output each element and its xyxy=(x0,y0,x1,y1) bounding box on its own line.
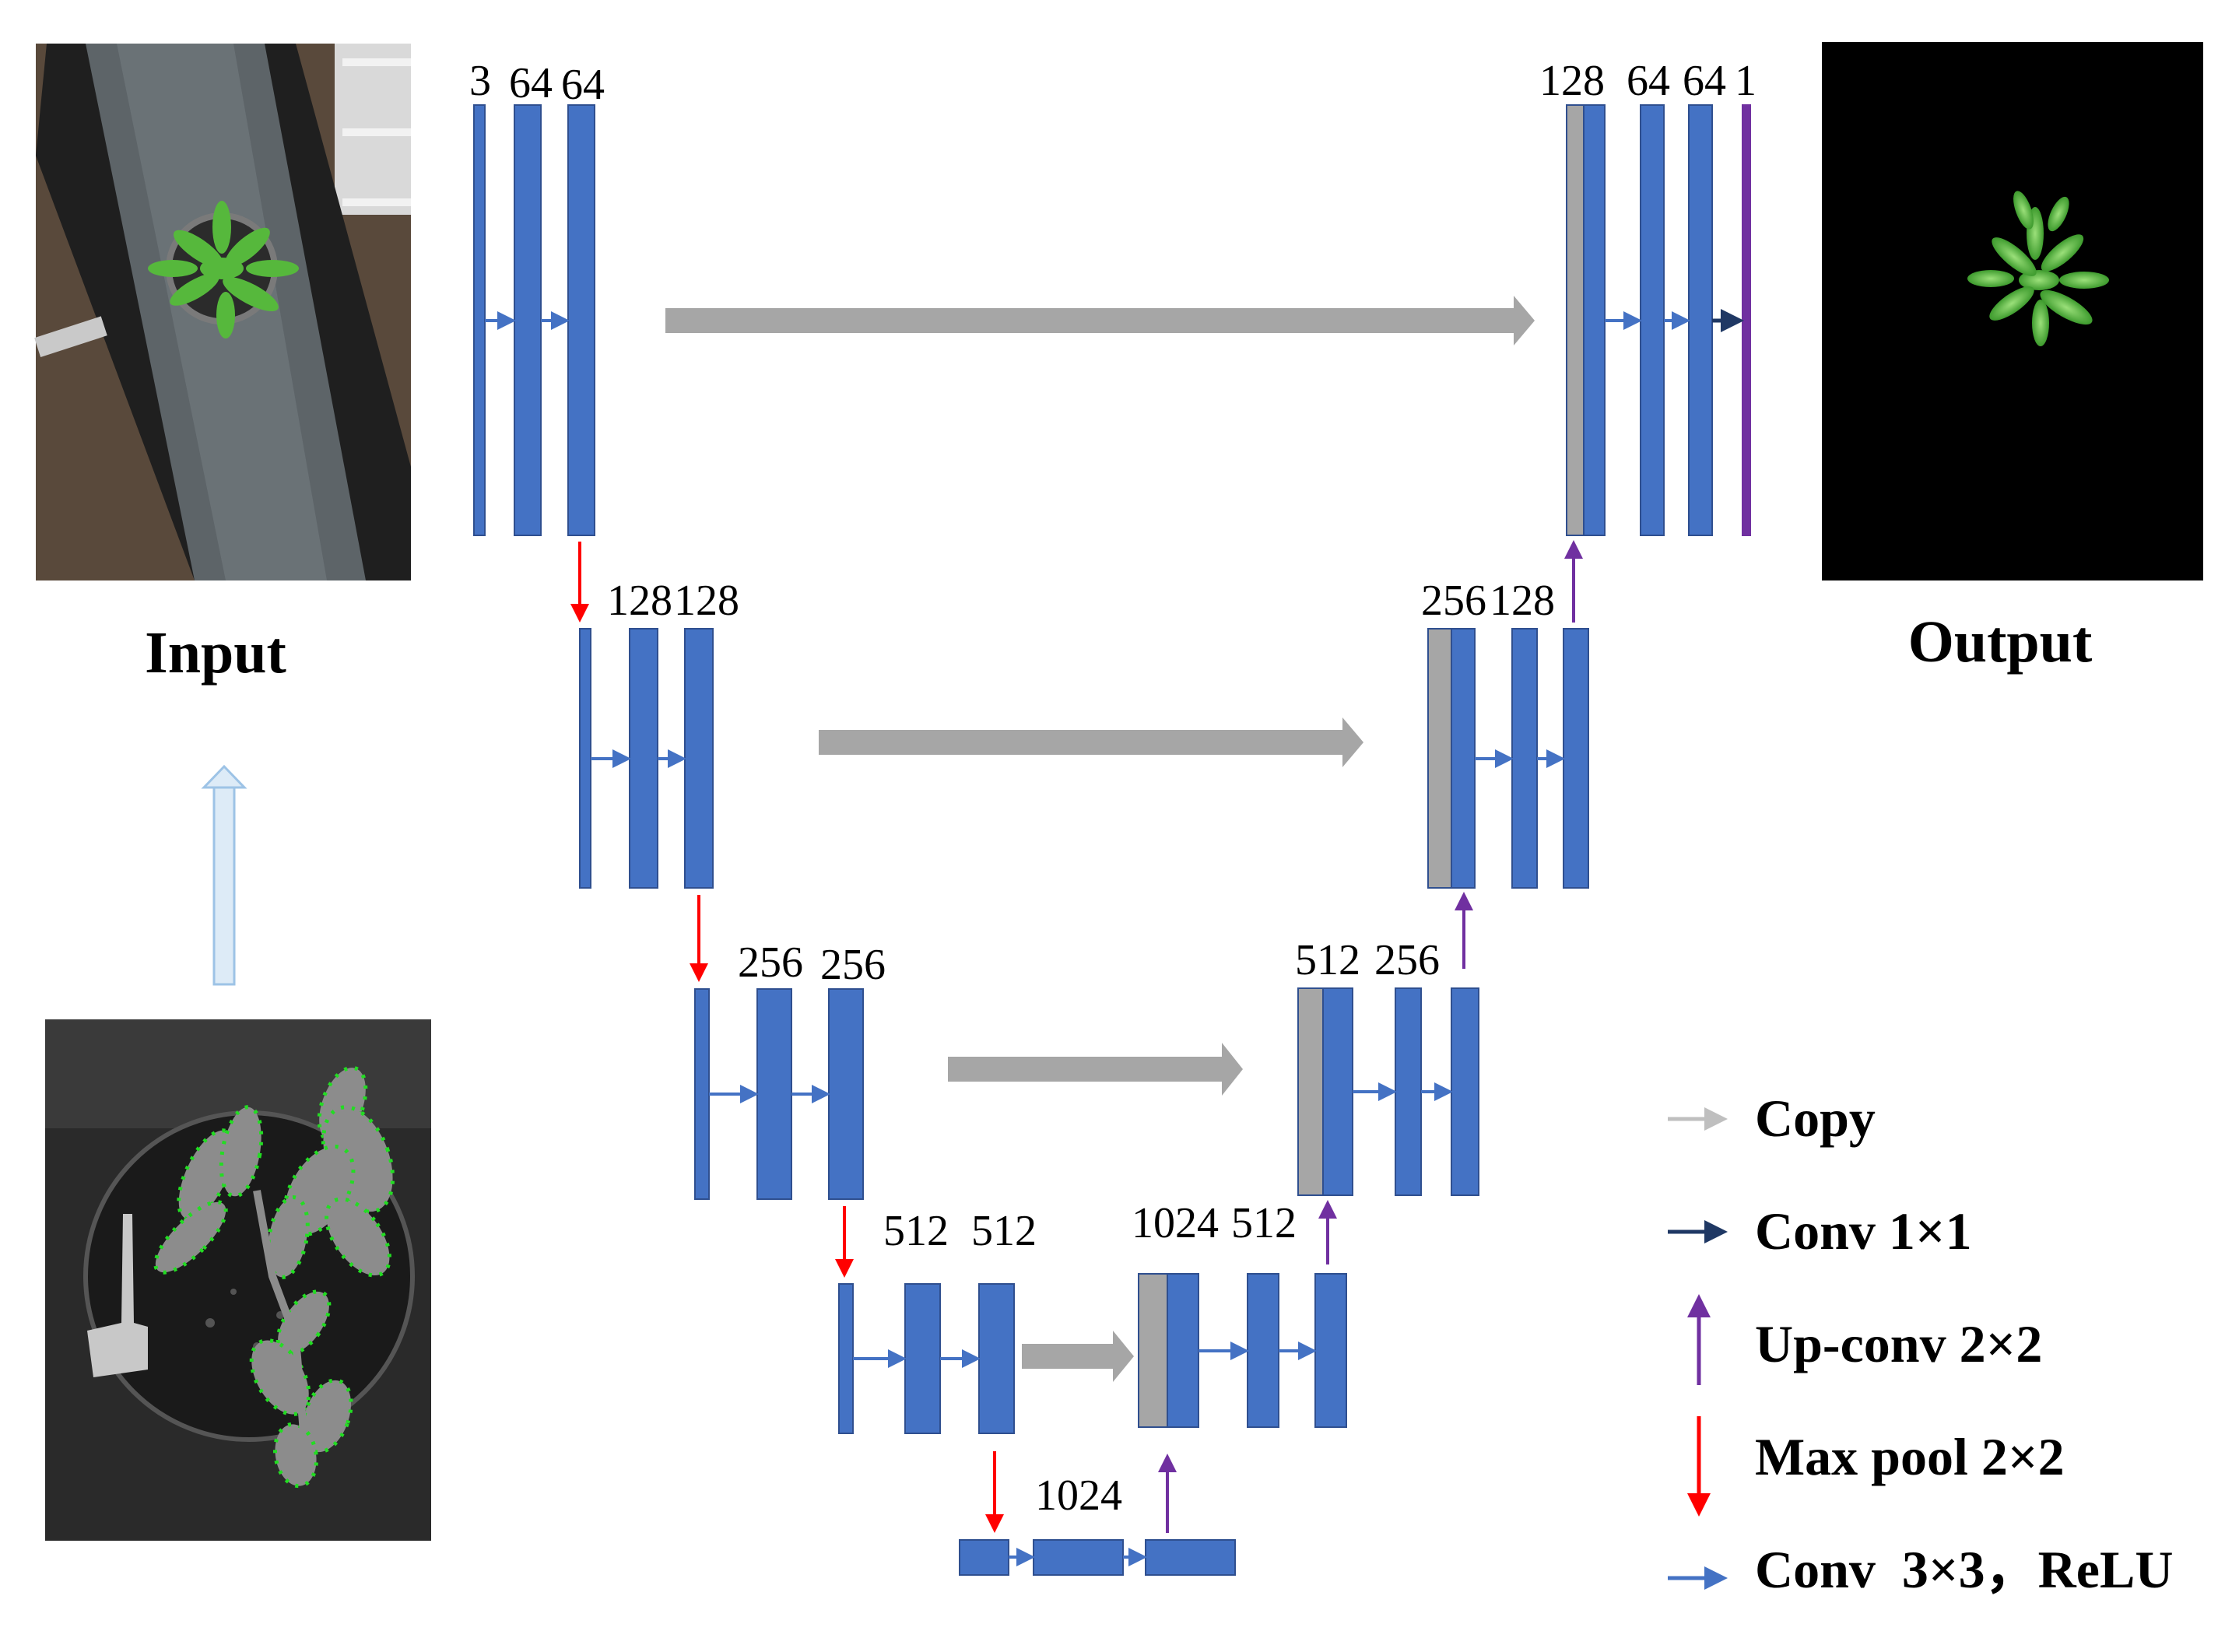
block-enc3-conv1 xyxy=(756,988,792,1200)
label-enc1-0: 3 xyxy=(469,57,491,105)
legend-conv1x1-label: Conv 1×1 xyxy=(1755,1201,1972,1261)
label-enc3-0: 256 xyxy=(738,938,803,987)
channel-labels: 3 64 64 128 128 256 256 512 512 1024 102… xyxy=(469,57,1756,1520)
input-arrow xyxy=(201,764,247,986)
block-enc2-conv1 xyxy=(629,628,658,889)
block-bottom-pool xyxy=(959,1539,1009,1576)
block-dec2-conv1 xyxy=(1511,628,1538,889)
legend-upconv-label: Up-conv 2×2 xyxy=(1755,1314,2042,1373)
copy-arrow-level4 xyxy=(1022,1331,1134,1382)
annotated-image xyxy=(45,1019,431,1541)
label-enc4-1: 512 xyxy=(971,1207,1037,1255)
block-dec3-conv2 xyxy=(1451,987,1479,1196)
block-dec1-output xyxy=(1742,104,1751,536)
block-dec3-copy xyxy=(1297,987,1324,1196)
label-dec4-0: 1024 xyxy=(1132,1199,1219,1247)
block-dec2-copy xyxy=(1427,628,1452,889)
label-dec4-1: 512 xyxy=(1231,1199,1297,1247)
label-dec3-1: 256 xyxy=(1374,936,1440,984)
copy-arrow-level2 xyxy=(819,717,1363,767)
label-dec3-0: 512 xyxy=(1295,936,1360,984)
block-dec4-conv2 xyxy=(1314,1273,1347,1428)
label-dec1-2: 64 xyxy=(1683,57,1726,105)
label-enc1-1: 64 xyxy=(509,59,553,107)
maxpool-arrows xyxy=(570,542,1004,1533)
block-enc1-conv2 xyxy=(567,104,595,536)
upconv-arrows xyxy=(1158,540,1583,1533)
block-dec4-conv1 xyxy=(1247,1273,1279,1428)
copy-arrow-level1 xyxy=(665,296,1535,345)
output-image xyxy=(1822,42,2203,580)
block-enc1-input xyxy=(473,104,486,536)
legend-maxpool-label: Max pool 2×2 xyxy=(1755,1427,2065,1486)
block-bottom-conv2 xyxy=(1145,1539,1236,1576)
label-bottom: 1024 xyxy=(1035,1471,1122,1520)
block-dec3-up xyxy=(1322,987,1353,1196)
block-dec4-copy xyxy=(1138,1273,1168,1428)
input-title: Input xyxy=(145,620,286,686)
block-dec3-conv1 xyxy=(1395,987,1422,1196)
block-dec2-conv2 xyxy=(1563,628,1589,889)
legend-copy-label: Copy xyxy=(1755,1089,1876,1148)
block-enc2-conv2 xyxy=(684,628,714,889)
output-title: Output xyxy=(1908,609,2093,675)
label-dec2-0: 256 xyxy=(1421,577,1486,625)
block-enc2-pool xyxy=(579,628,591,889)
copy-arrow-level3 xyxy=(948,1043,1243,1096)
block-enc4-pool xyxy=(838,1283,854,1434)
label-enc2-0: 128 xyxy=(607,577,672,625)
block-enc4-conv2 xyxy=(978,1283,1015,1434)
block-dec1-up xyxy=(1583,104,1606,536)
legend: Copy Conv 1×1 Up-conv 2×2 Max pool 2×2 C… xyxy=(1668,1089,2173,1599)
copy-arrows xyxy=(665,296,1535,1382)
input-image xyxy=(34,44,411,580)
block-dec1-conv1 xyxy=(1640,104,1665,536)
label-enc4-0: 512 xyxy=(883,1207,949,1255)
label-dec1-1: 64 xyxy=(1627,57,1670,105)
block-dec1-copy xyxy=(1566,104,1585,536)
label-dec2-1: 128 xyxy=(1490,577,1555,625)
label-enc3-1: 256 xyxy=(820,941,886,989)
block-dec2-up xyxy=(1451,628,1476,889)
block-bottom-conv1 xyxy=(1033,1539,1124,1576)
label-dec1-3: 1 xyxy=(1735,57,1756,105)
block-dec4-up xyxy=(1167,1273,1199,1428)
block-dec1-conv2 xyxy=(1688,104,1713,536)
block-enc4-conv1 xyxy=(904,1283,941,1434)
conv3x3-arrows xyxy=(485,311,1690,1566)
block-enc3-conv2 xyxy=(828,988,864,1200)
block-enc1-conv1 xyxy=(514,104,542,536)
label-enc1-2: 64 xyxy=(561,61,605,109)
label-enc2-1: 128 xyxy=(674,577,739,625)
label-dec1-0: 128 xyxy=(1539,57,1605,105)
block-enc3-pool xyxy=(694,988,710,1200)
legend-conv3x3-label: Conv 3×3，ReLU xyxy=(1755,1540,2173,1599)
